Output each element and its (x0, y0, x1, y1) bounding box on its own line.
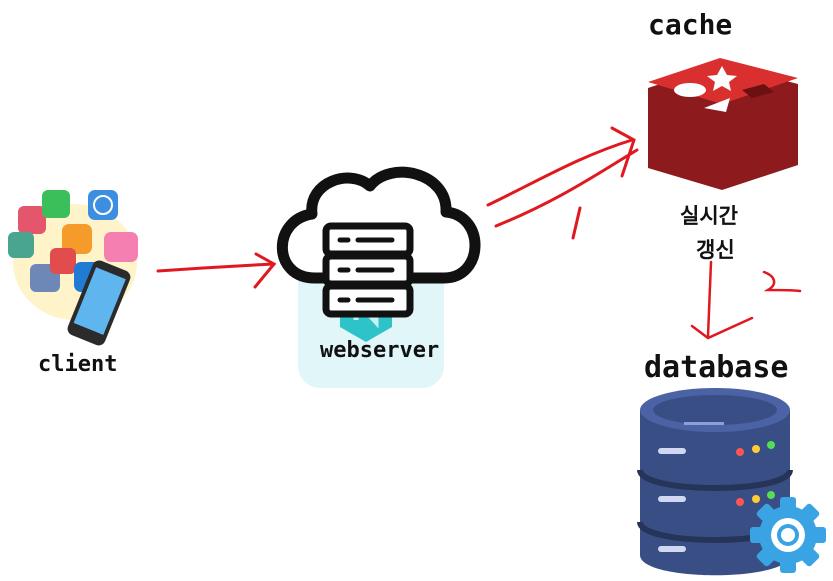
redis-cube-shape (742, 84, 774, 98)
phone-app-icon (42, 190, 70, 218)
realtime-update-label-line2: 갱신 (696, 238, 735, 262)
client-phone-icon (8, 190, 138, 346)
music-app-icon (50, 248, 76, 274)
webserver-label: webserver (320, 338, 440, 363)
redis-triangle-shape (704, 98, 730, 112)
camera-app-icon (18, 206, 46, 234)
redis-circle-shape (674, 83, 706, 97)
globe-app-icon (88, 190, 118, 220)
redis-star-shape (707, 66, 737, 91)
database-icon (637, 388, 826, 576)
arrow-webserver-to-cache (486, 126, 639, 240)
cache-label: cache (648, 8, 733, 41)
gear-icon (750, 497, 826, 573)
database-label: database (644, 350, 789, 385)
redis-cache-icon (648, 58, 798, 190)
settings-app-icon (8, 232, 34, 258)
realtime-update-label-line1: 실시간 (680, 204, 738, 228)
client-label: client (38, 352, 118, 377)
cart-app-icon (62, 224, 92, 254)
arrow-client-to-webserver (156, 252, 277, 289)
arrow-cache-to-database (690, 260, 802, 340)
webserver-icon (276, 166, 481, 388)
game-app-icon (104, 232, 138, 262)
